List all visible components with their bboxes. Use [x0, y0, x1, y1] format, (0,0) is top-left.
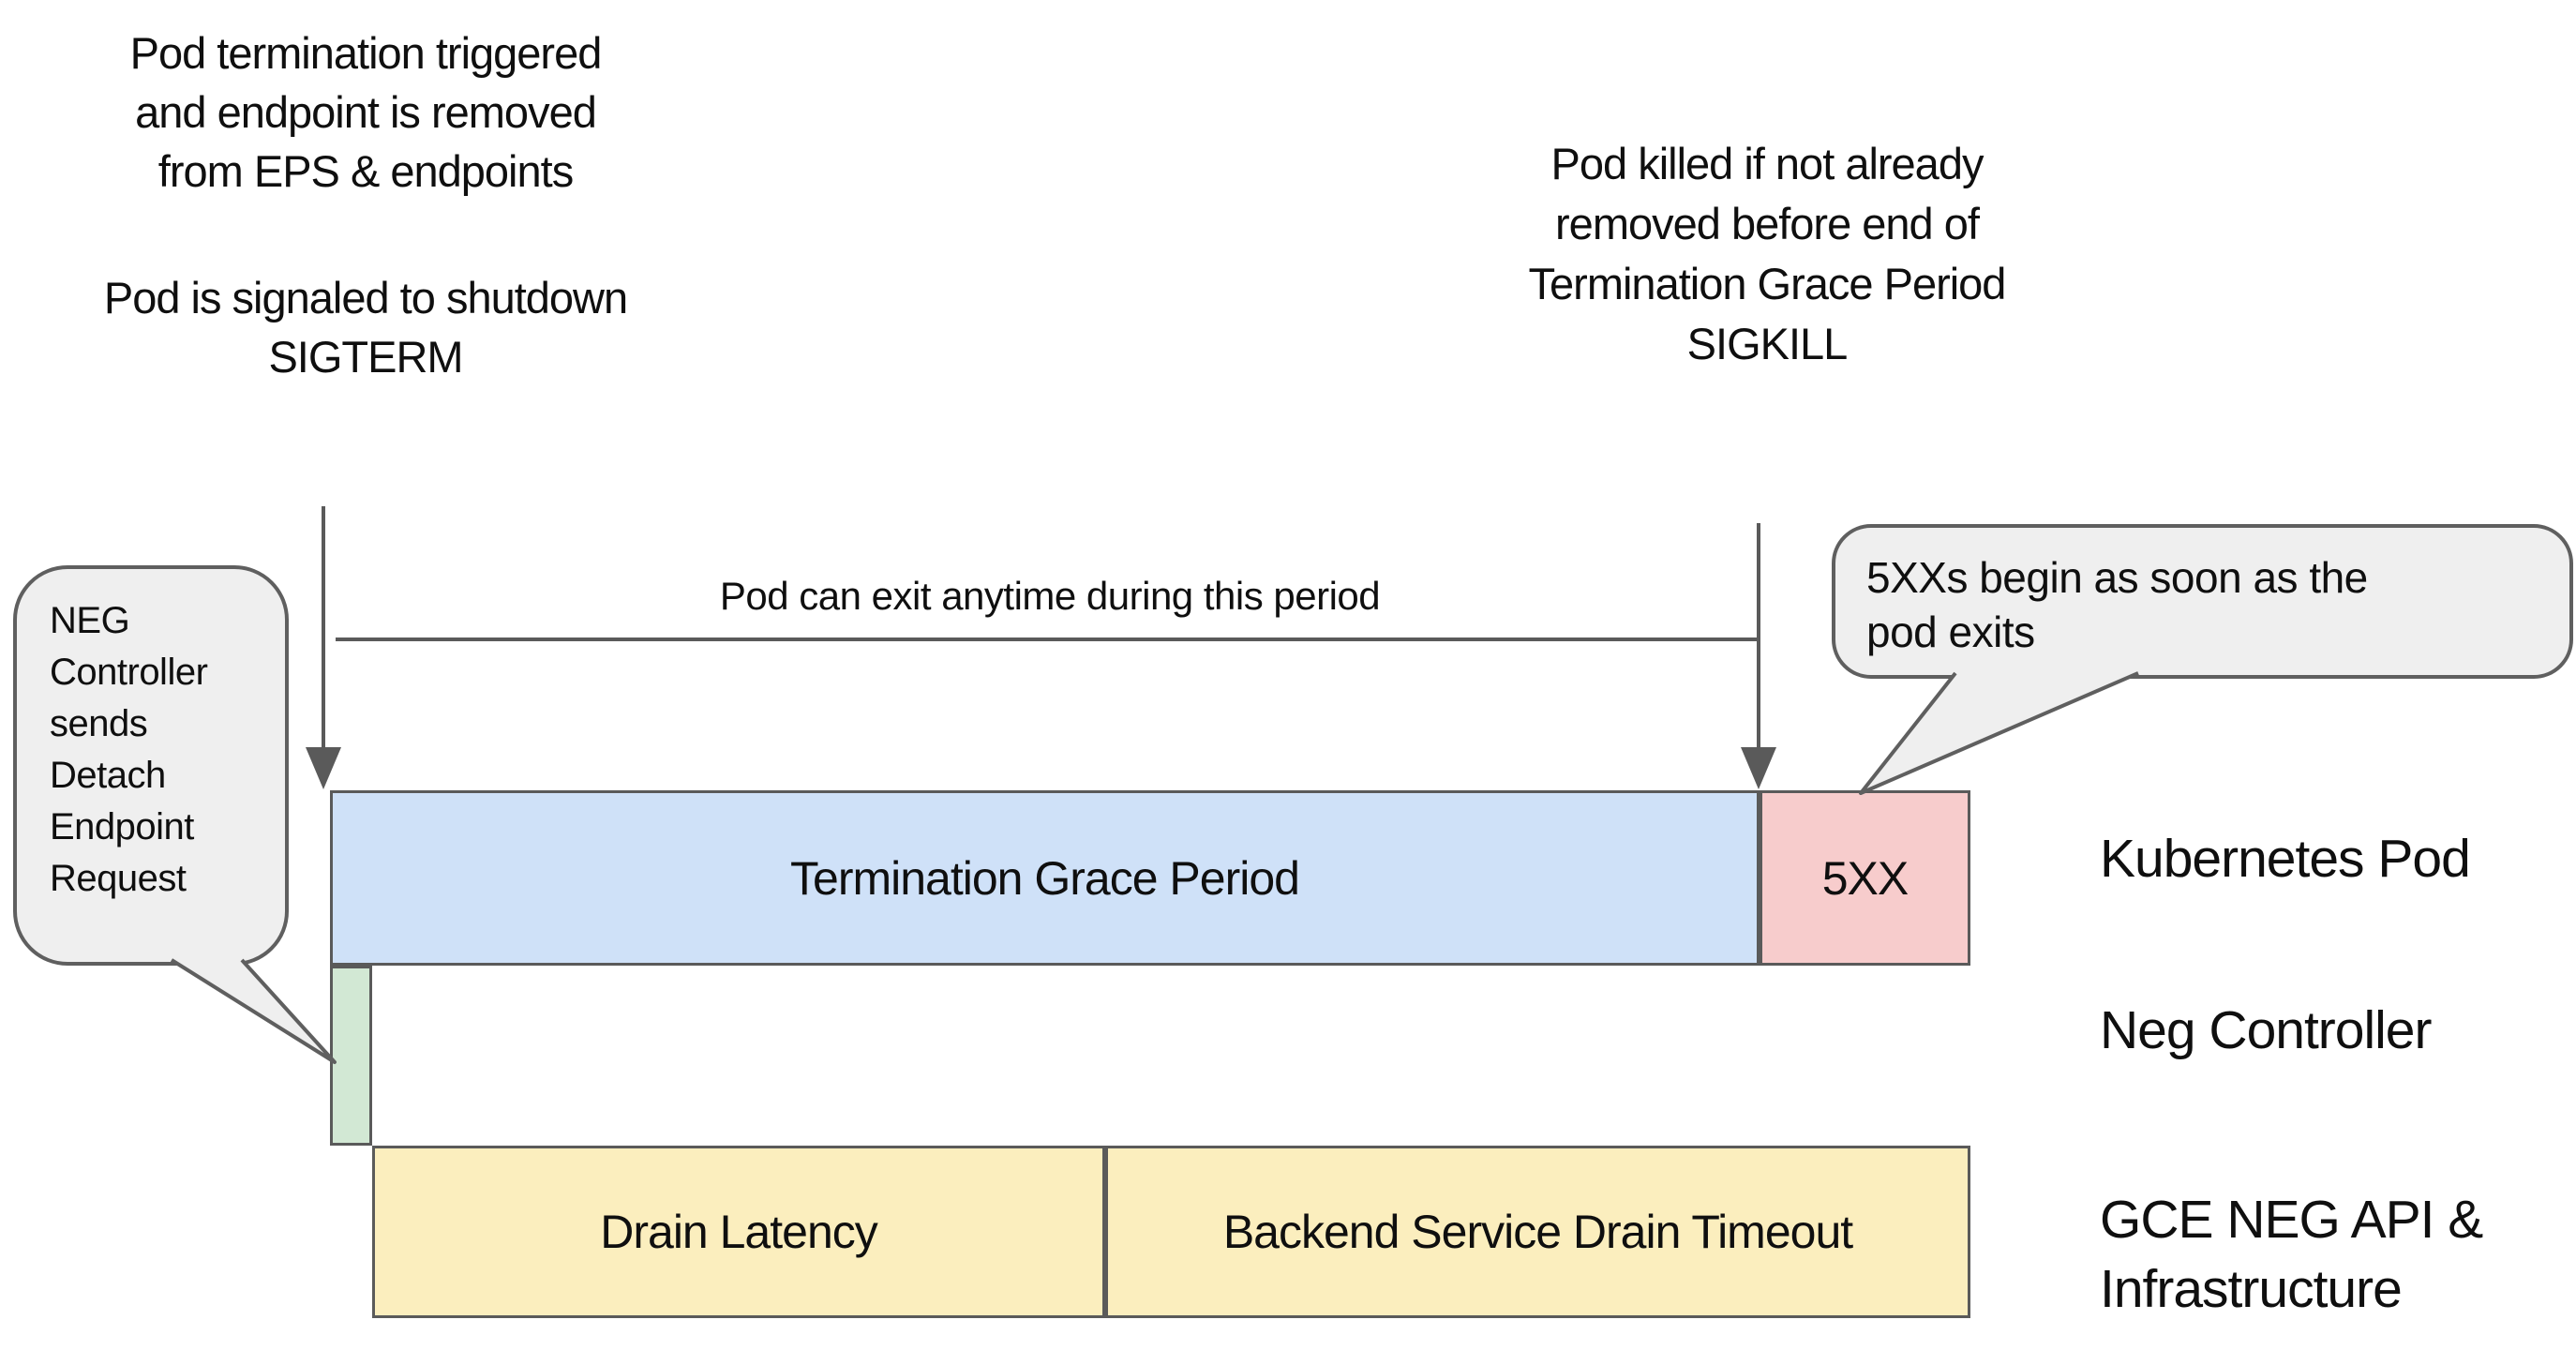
callout-line: NEG — [50, 600, 130, 641]
callout-line: Controller — [50, 652, 208, 693]
annotation-line: removed before end of — [1555, 199, 1980, 248]
bar-neg-detach-marker — [330, 966, 372, 1146]
callout-line: Request — [50, 858, 187, 899]
callout-line: 5XXs begin as soon as the — [1866, 553, 2368, 602]
callout-line: sends — [50, 703, 148, 744]
annotation-pod-killed-sigkill: Pod killed if not already removed before… — [1481, 134, 2053, 374]
callout-text: 5XXs begin as soon as the pod exits — [1866, 550, 2368, 659]
callout-tail-left — [170, 958, 337, 1064]
callout-neg-controller-detach: NEG Controller sends Detach Endpoint Req… — [13, 565, 289, 966]
callout-tail-right — [1859, 671, 2139, 795]
spacer — [56, 201, 675, 268]
annotation-pod-termination-triggered: Pod termination triggered and endpoint i… — [56, 23, 675, 386]
bar-drain-latency: Drain Latency — [372, 1146, 1105, 1318]
bar-label-termination-grace-period: Termination Grace Period — [790, 851, 1300, 905]
bar-backend-service-drain-timeout: Backend Service Drain Timeout — [1105, 1146, 1970, 1318]
row-label-line: Infrastructure — [2100, 1259, 2403, 1319]
bar-label-drain-latency: Drain Latency — [600, 1206, 877, 1258]
annotation-line: SIGKILL — [1686, 319, 1849, 368]
bar-termination-grace-period: Termination Grace Period — [330, 790, 1760, 966]
callout-5xx-begin: 5XXs begin as soon as the pod exits — [1832, 524, 2573, 679]
row-label-neg-controller: Neg Controller — [2100, 1000, 2432, 1060]
annotation-line: Pod killed if not already — [1550, 139, 1984, 188]
row-label-gce-neg-api: GCE NEG API & Infrastructure — [2100, 1185, 2483, 1324]
span-label-pod-can-exit: Pod can exit anytime during this period — [719, 574, 1381, 618]
annotation-line: Termination Grace Period — [1528, 259, 2007, 308]
bar-5xx: 5XX — [1760, 790, 1970, 966]
annotation-line: SIGTERM — [268, 332, 463, 382]
callout-text: NEG Controller sends Detach Endpoint Req… — [50, 595, 208, 905]
bar-label-5xx: 5XX — [1821, 851, 1910, 905]
sigkill-arrowhead-icon — [1741, 747, 1776, 789]
annotation-line: Pod is signaled to shutdown — [103, 273, 628, 322]
annotation-line: Pod termination triggered — [129, 28, 603, 78]
annotation-line: from EPS & endpoints — [157, 146, 574, 196]
row-label-line: GCE NEG API & — [2100, 1190, 2483, 1250]
callout-line: Endpoint — [50, 806, 194, 848]
bar-label-backend-service-drain-timeout: Backend Service Drain Timeout — [1222, 1206, 1853, 1258]
callout-line: pod exits — [1866, 608, 2035, 656]
annotation-line: and endpoint is removed — [135, 87, 597, 137]
callout-line: Detach — [50, 755, 166, 796]
row-label-kubernetes-pod: Kubernetes Pod — [2100, 829, 2471, 889]
sigterm-arrowhead-icon — [306, 747, 341, 789]
